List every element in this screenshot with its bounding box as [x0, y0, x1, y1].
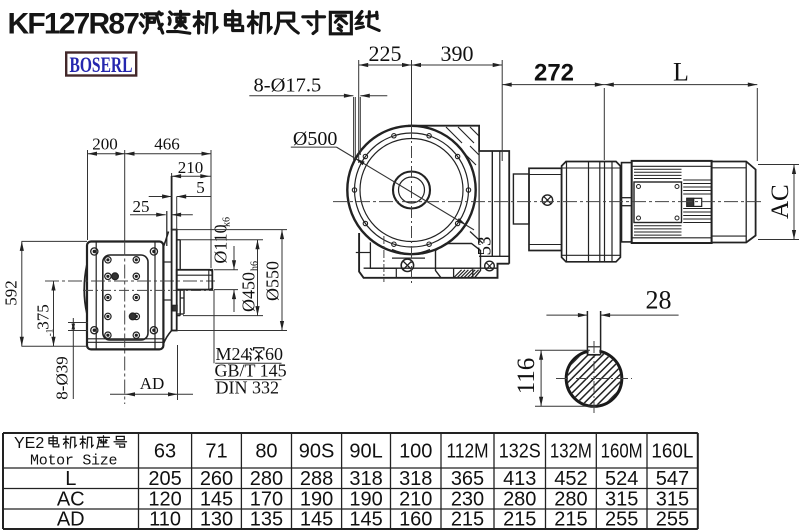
svg-text:524: 524: [605, 468, 638, 490]
svg-text:YE2: YE2: [14, 435, 44, 452]
svg-text:190: 190: [300, 489, 333, 511]
svg-text:318: 318: [349, 468, 382, 490]
svg-text:M24: M24: [216, 344, 250, 364]
svg-text:200: 200: [92, 135, 118, 154]
svg-text:160M: 160M: [601, 441, 643, 463]
svg-text:132S: 132S: [499, 441, 541, 463]
svg-text:63: 63: [154, 441, 176, 463]
svg-text:-1: -1: [45, 329, 55, 337]
svg-text:215: 215: [503, 509, 536, 530]
svg-text:100: 100: [399, 441, 432, 463]
svg-text:112M: 112M: [447, 441, 489, 463]
svg-text:390: 390: [441, 41, 474, 66]
svg-text:Ø450: Ø450: [239, 272, 259, 312]
svg-text:k6: k6: [221, 217, 232, 227]
svg-text:AC: AC: [57, 489, 85, 511]
svg-text:160: 160: [399, 509, 432, 530]
svg-text:8-Ø17.5: 8-Ø17.5: [254, 74, 322, 96]
svg-text:190: 190: [349, 489, 382, 511]
svg-text:Ø110: Ø110: [211, 224, 231, 263]
svg-text:120: 120: [148, 489, 181, 511]
svg-text:592: 592: [1, 280, 20, 306]
svg-text:80: 80: [255, 441, 277, 463]
svg-text:452: 452: [554, 468, 587, 490]
svg-text:AD: AD: [140, 374, 165, 393]
svg-text:170: 170: [250, 489, 283, 511]
svg-text:130: 130: [200, 509, 233, 530]
svg-text:225: 225: [369, 41, 402, 66]
svg-text:230: 230: [451, 489, 484, 511]
svg-text:AD: AD: [57, 509, 85, 530]
svg-text:132M: 132M: [550, 441, 592, 463]
svg-text:145: 145: [349, 509, 382, 530]
svg-text:DIN 332: DIN 332: [216, 378, 280, 398]
svg-text:28: 28: [646, 286, 672, 315]
svg-text:8-Ø39: 8-Ø39: [52, 356, 71, 399]
svg-text:280: 280: [503, 489, 536, 511]
svg-text:288: 288: [300, 468, 333, 490]
svg-text:145: 145: [200, 489, 233, 511]
svg-text:L: L: [673, 58, 689, 87]
svg-text:375: 375: [33, 304, 52, 330]
svg-text:BOSERL: BOSERL: [70, 52, 133, 77]
svg-text:5: 5: [196, 178, 205, 197]
svg-text:KF127R87: KF127R87: [8, 8, 140, 41]
svg-text:260: 260: [200, 468, 233, 490]
svg-text:160L: 160L: [651, 441, 693, 463]
svg-text:Ø500: Ø500: [293, 128, 337, 150]
svg-text:365: 365: [451, 468, 484, 490]
svg-text:280: 280: [554, 489, 587, 511]
svg-text:318: 318: [399, 468, 432, 490]
svg-text:145: 145: [300, 509, 333, 530]
svg-text:413: 413: [503, 468, 536, 490]
svg-text:L: L: [65, 468, 76, 490]
svg-text:466: 466: [154, 135, 180, 154]
svg-text:71: 71: [205, 441, 227, 463]
svg-text:547: 547: [656, 468, 689, 490]
svg-text:Motor Size: Motor Size: [30, 453, 118, 470]
svg-text:210: 210: [178, 158, 204, 177]
svg-text:25: 25: [133, 197, 150, 216]
svg-text:Ø550: Ø550: [263, 261, 283, 301]
svg-text:315: 315: [656, 489, 689, 511]
svg-text:60: 60: [265, 344, 283, 364]
svg-text:215: 215: [451, 509, 484, 530]
svg-text:272: 272: [534, 60, 574, 87]
svg-text:53: 53: [474, 237, 495, 256]
svg-text:210: 210: [399, 489, 432, 511]
svg-text:315: 315: [605, 489, 638, 511]
svg-text:116: 116: [513, 358, 540, 395]
svg-text:280: 280: [250, 468, 283, 490]
svg-text:110: 110: [149, 509, 181, 530]
svg-text:215: 215: [554, 509, 587, 530]
svg-text:90S: 90S: [299, 441, 335, 463]
svg-text:255: 255: [605, 509, 638, 530]
svg-text:AC: AC: [767, 184, 794, 219]
svg-text:205: 205: [148, 468, 181, 490]
svg-text:h6: h6: [249, 261, 260, 271]
svg-text:90L: 90L: [349, 441, 382, 463]
svg-text:255: 255: [656, 509, 689, 530]
svg-text:135: 135: [250, 509, 283, 530]
svg-text:GB/T 145: GB/T 145: [215, 361, 287, 381]
